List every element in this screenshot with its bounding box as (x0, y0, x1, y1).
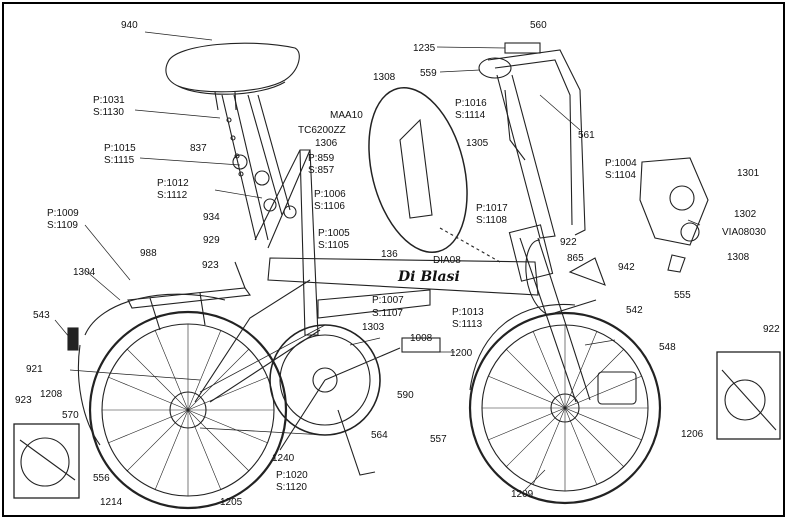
part-label-940: 940 (121, 20, 138, 31)
leader-lines (54, 31, 701, 491)
part-label-560: 560 (530, 20, 547, 31)
part-label-559: 559 (420, 68, 437, 79)
chainring-graphic (199, 324, 401, 451)
part-label-921: 921 (26, 364, 43, 375)
part-label-1305: 1305 (466, 138, 489, 149)
part-label-dia08: DIA08 (433, 255, 461, 266)
part-label-1208: 1208 (40, 389, 63, 400)
part-label-via08030: VIA08030 (722, 227, 766, 238)
rear-mudguard-graphic (84, 293, 226, 336)
part-label-570: 570 (62, 410, 79, 421)
part-label-1301: 1301 (737, 168, 760, 179)
part-label-s857: S:857 (308, 165, 335, 176)
part-label-988: 988 (140, 248, 157, 259)
part-label-s1108: S:1108 (476, 215, 507, 226)
part-label-p1031: P:1031 (93, 95, 125, 106)
part-label-p1016: P:1016 (455, 98, 487, 109)
part-label-590: 590 (397, 390, 414, 401)
part-label-1303: 1303 (362, 322, 385, 333)
part-label-1308-top: 1308 (373, 72, 396, 83)
brand-logo: Di Blasi (398, 269, 460, 285)
part-label-561: 561 (578, 130, 595, 141)
part-label-1214: 1214 (100, 497, 123, 508)
part-label-1008: 1008 (410, 333, 433, 344)
part-label-s1106: S:1106 (314, 201, 345, 212)
part-label-p1020: P:1020 (276, 470, 308, 481)
front-wheel-graphic (468, 311, 662, 505)
part-label-s1107: S:1107 (372, 308, 403, 319)
part-label-543: 543 (33, 310, 50, 321)
part-label-1302: 1302 (734, 209, 757, 220)
part-label-1304: 1304 (73, 267, 96, 278)
frame-graphic (194, 149, 539, 403)
part-label-1206: 1206 (681, 429, 704, 440)
part-label-s1104: S:1104 (605, 170, 636, 181)
part-label-s1130: S:1130 (93, 107, 124, 118)
part-label-1200: 1200 (450, 348, 473, 359)
clamp-detail-graphic (639, 157, 709, 273)
part-label-tc6200zz: TC6200ZZ (298, 125, 346, 136)
part-label-p1006: P:1006 (314, 189, 346, 200)
part-label-s1114: S:1114 (455, 110, 486, 121)
rear-mudguard-lower (77, 344, 101, 446)
pedal-graphic (401, 337, 441, 353)
inset-front-hub (716, 351, 781, 440)
part-label-1306: 1306 (315, 138, 338, 149)
front-mudguard-graphic (469, 303, 576, 391)
part-label-929: 929 (203, 235, 220, 246)
part-label-1209: 1209 (511, 489, 534, 500)
part-label-s1105: S:1105 (318, 240, 349, 251)
part-label-p1013: P:1013 (452, 307, 484, 318)
part-label-p1009: P:1009 (47, 208, 79, 219)
part-label-837: 837 (190, 143, 207, 154)
part-label-923-inset: 923 (15, 395, 32, 406)
part-label-923-top: 923 (202, 260, 219, 271)
part-label-564: 564 (371, 430, 388, 441)
rear-light-graphic (67, 327, 79, 351)
part-label-s1120: S:1120 (276, 482, 307, 493)
part-label-p1005: P:1005 (318, 228, 350, 239)
part-label-p859: P:859 (308, 153, 335, 164)
rear-wheel-graphic (88, 310, 288, 510)
part-label-p1017: P:1017 (476, 203, 508, 214)
bell-graphic (568, 257, 606, 286)
part-label-542: 542 (626, 305, 643, 316)
part-label-557: 557 (430, 434, 447, 445)
part-label-1240: 1240 (272, 453, 295, 464)
saddle-graphic (165, 42, 300, 111)
part-label-p1004: P:1004 (605, 158, 637, 169)
part-label-548: 548 (659, 342, 676, 353)
part-label-s1112: S:1112 (157, 190, 188, 201)
part-label-555: 555 (674, 290, 691, 301)
part-label-136: 136 (381, 249, 398, 260)
part-label-942: 942 (618, 262, 635, 273)
part-label-1205: 1205 (220, 497, 243, 508)
rear-rack-graphic (127, 261, 251, 331)
fork-graphic (496, 74, 597, 403)
part-label-p1012: P:1012 (157, 178, 189, 189)
part-label-922-top: 922 (560, 237, 577, 248)
part-label-922-inset: 922 (763, 324, 780, 335)
kickstand-graphic (337, 409, 376, 476)
part-label-556: 556 (93, 473, 110, 484)
part-label-maa10: MAA10 (330, 110, 363, 121)
front-reflector-graphic (597, 371, 637, 405)
part-label-865: 865 (567, 253, 584, 264)
part-label-1308-right: 1308 (727, 252, 750, 263)
part-label-p1015: P:1015 (104, 143, 136, 154)
diagram-border (2, 2, 785, 517)
part-label-934: 934 (203, 212, 220, 223)
part-label-p1007: P:1007 (372, 295, 404, 306)
part-label-s1113: S:1113 (452, 319, 483, 330)
part-label-s1115: S:1115 (104, 155, 135, 166)
part-label-s1109: S:1109 (47, 220, 78, 231)
part-label-1235: 1235 (413, 43, 436, 54)
seatpost-graphic (221, 94, 297, 241)
inset-rear-hub (13, 423, 80, 499)
hinge-detail-graphic (368, 86, 501, 263)
